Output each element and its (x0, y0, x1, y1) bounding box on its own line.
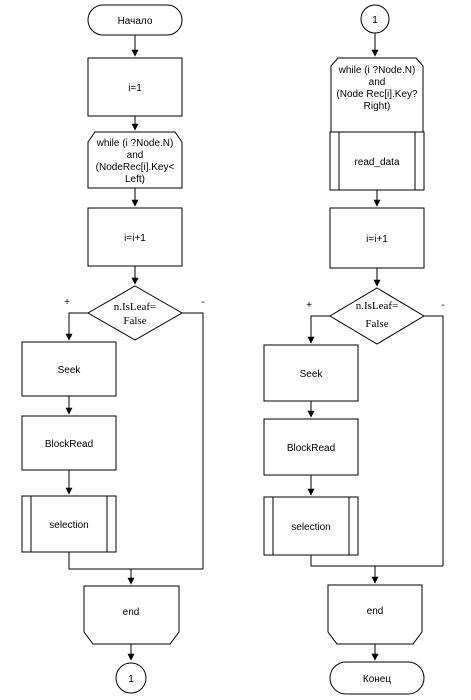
left-loop-line-3: (NodeRec[i].Key< (96, 162, 175, 173)
left-increment-process[interactable]: i=i+1 (87, 207, 183, 267)
right-increment-label: i=i+1 (366, 234, 388, 245)
left-merge-line (68, 552, 203, 570)
left-no-label: - (201, 297, 204, 308)
left-yes-branch-arrow (65, 312, 88, 341)
left-yes-label: + (64, 297, 70, 308)
left-connector-label: 1 (128, 674, 134, 685)
left-loop-line-1: while (i ?Node.N) (96, 138, 174, 149)
right-finish-terminator[interactable]: Конец (329, 661, 425, 695)
left-end-loop-limit[interactable]: end (83, 585, 180, 645)
left-decision[interactable]: n.IsLeaf= False (86, 285, 184, 341)
left-increment-label: i=i+1 (124, 233, 146, 244)
right-flowchart: 1 while (i ?Node.N) and (Node Rec[i].Key… (263, 4, 445, 695)
left-flowchart: Начало i=1 while (i ?Node.N) and (NodeRe… (21, 4, 205, 694)
left-end-label: end (123, 607, 140, 618)
left-while-loop[interactable]: while (i ?Node.N) and (NodeRec[i].Key< L… (87, 131, 183, 189)
left-start-label: Начало (118, 16, 153, 27)
left-selection-subroutine[interactable]: selection (21, 495, 117, 553)
left-init-process[interactable]: i=1 (87, 57, 183, 117)
left-no-branch-line (182, 312, 204, 569)
left-loop-line-4: Left) (125, 174, 145, 185)
right-while-loop[interactable]: while (i ?Node.N) and (Node Rec[i].Key? … (330, 57, 424, 135)
left-connector-circle[interactable]: 1 (115, 662, 147, 694)
right-yes-label: + (306, 300, 312, 311)
right-no-branch-line (424, 315, 444, 566)
right-no-label: - (441, 300, 444, 311)
left-init-label: i=1 (128, 83, 142, 94)
right-selection-subroutine[interactable]: selection (263, 496, 359, 556)
right-finish-label: Конец (363, 674, 391, 685)
right-read-data-subroutine[interactable]: read_data (329, 131, 425, 191)
left-blockread-process[interactable]: BlockRead (21, 415, 117, 471)
right-loop-line-4: Right) (364, 101, 391, 112)
left-seek-label: Seek (58, 365, 82, 376)
right-blockread-process[interactable]: BlockRead (263, 418, 359, 476)
right-decision-line-2: False (365, 318, 388, 330)
right-decision[interactable]: n.IsLeaf= False (329, 287, 425, 345)
right-merge-line (310, 555, 443, 567)
right-yes-branch-arrow (307, 315, 330, 344)
right-read-data-label: read_data (354, 157, 399, 168)
right-seek-label: Seek (300, 369, 324, 380)
right-loop-line-1: while (i ?Node.N) (338, 65, 416, 76)
right-increment-process[interactable]: i=i+1 (329, 207, 425, 269)
right-blockread-label: BlockRead (287, 443, 335, 454)
left-selection-label: selection (49, 520, 88, 531)
right-loop-line-3: (Node Rec[i].Key? (336, 89, 418, 100)
right-connector-circle[interactable]: 1 (360, 4, 390, 34)
left-blockread-label: BlockRead (45, 439, 93, 450)
right-end-loop-limit[interactable]: end (327, 584, 423, 645)
left-start-terminator[interactable]: Начало (87, 4, 183, 36)
right-end-label: end (367, 606, 384, 617)
left-seek-process[interactable]: Seek (21, 341, 117, 397)
left-decision-line-1: n.IsLeaf= (114, 301, 157, 313)
left-decision-line-2: False (123, 315, 146, 327)
right-seek-process[interactable]: Seek (263, 344, 359, 402)
right-selection-label: selection (291, 522, 330, 533)
left-loop-line-2: and (127, 150, 144, 161)
right-loop-line-2: and (369, 77, 386, 88)
right-connector-label: 1 (372, 15, 378, 26)
right-decision-line-1: n.IsLeaf= (356, 300, 399, 312)
